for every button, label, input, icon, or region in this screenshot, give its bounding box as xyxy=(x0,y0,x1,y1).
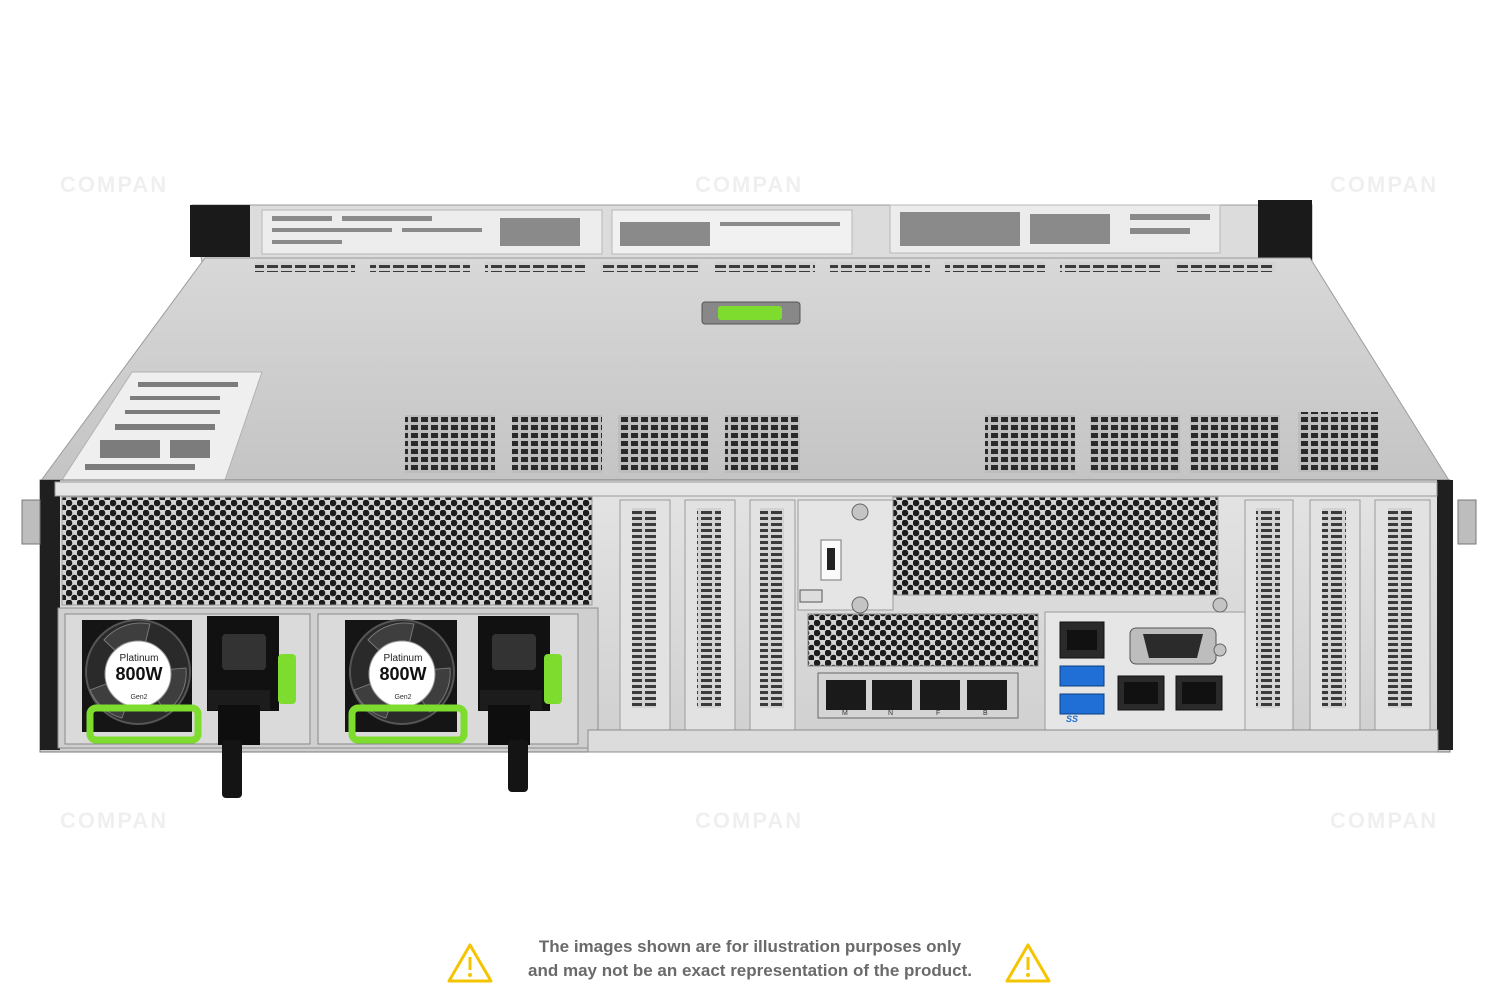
warning-icon xyxy=(447,943,493,983)
watermark-text: COMPAN xyxy=(60,172,169,197)
disclaimer-line-2: and may not be an exact representation o… xyxy=(528,961,972,980)
psu-efficiency-label: Platinum xyxy=(383,653,423,664)
watermark-text: COMPAN xyxy=(1330,172,1439,197)
psu-efficiency-label: Platinum xyxy=(119,653,159,664)
watermark-text: COMPAN xyxy=(695,808,804,833)
psu-generation-label: Gen2 xyxy=(394,694,412,701)
sfp-mark-label: F xyxy=(936,710,941,717)
sfp-mark-label: B xyxy=(983,710,988,717)
power-supply-2[interactable] xyxy=(317,613,579,792)
psu-wattage-label: 800W xyxy=(379,664,427,684)
disclaimer-line-1: The images shown are for illustration pu… xyxy=(538,937,962,956)
rj45-port-icon[interactable] xyxy=(1117,675,1223,711)
watermark-text: COMPAN xyxy=(60,808,169,833)
vga-port-icon[interactable] xyxy=(1129,627,1217,665)
sfp-mark-label: N xyxy=(888,710,894,717)
rj45-port-icon[interactable] xyxy=(1059,621,1105,659)
usb-port-icon[interactable] xyxy=(1059,665,1105,715)
psu-wattage-label: 800W xyxy=(115,664,163,684)
power-supply-1[interactable] xyxy=(64,613,311,798)
psu-generation-label: Gen2 xyxy=(130,694,148,701)
usb-ss-label: SS xyxy=(1066,714,1079,724)
sfp-port-icon[interactable] xyxy=(817,672,1019,719)
watermark-text: COMPAN xyxy=(1330,808,1439,833)
illustration-disclaimer: The images shown are for illustration pu… xyxy=(0,935,1500,983)
server-chassis-rear xyxy=(21,200,1477,798)
sfp-mark-label: M xyxy=(842,710,848,717)
watermark-text: COMPAN xyxy=(695,172,804,197)
warning-icon xyxy=(1005,943,1051,983)
